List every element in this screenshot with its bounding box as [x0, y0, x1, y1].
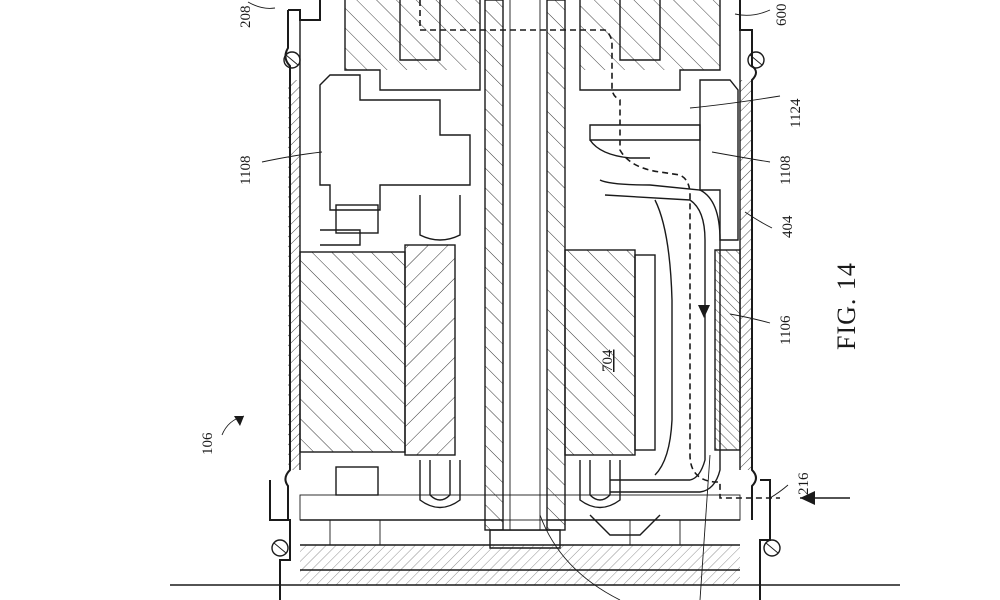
ref-404: 404 [780, 215, 796, 238]
ref-1106: 1106 [778, 315, 794, 345]
right-wall-hatch [740, 80, 752, 470]
ref-1124: 1124 [788, 98, 804, 128]
ref-106: 106 [200, 432, 216, 455]
magnet-block-upper [336, 205, 378, 233]
left-wall-hatch [288, 80, 300, 470]
magnet-block-lower [336, 467, 378, 495]
flow-arrow-icon [698, 305, 710, 318]
ref-704: 704 [600, 349, 616, 372]
ref-600: 600 [774, 4, 790, 27]
ref-1108-left: 1108 [238, 156, 254, 185]
shaft [485, 0, 565, 548]
ref-1108-right: 1108 [778, 156, 794, 185]
ref-216: 216 [796, 472, 812, 495]
figure-caption: FIG. 14 [832, 262, 861, 350]
stator-left [300, 245, 455, 455]
ref-208: 208 [238, 6, 254, 29]
